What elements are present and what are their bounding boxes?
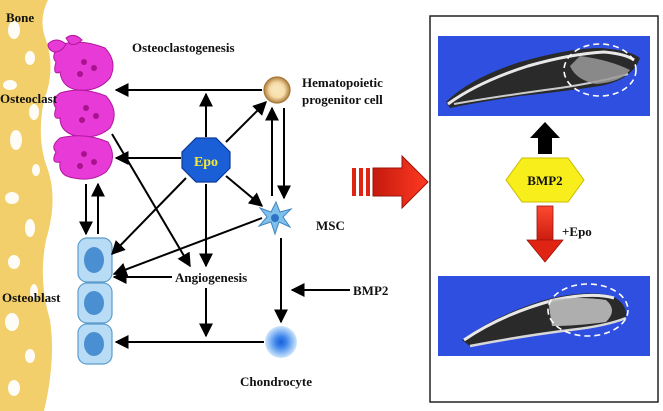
bone-xray-bottom: [438, 276, 650, 356]
hematopoietic-label-line1: Hematopoietic: [302, 75, 383, 90]
msc-cell: [257, 200, 293, 236]
hematopoietic-label-line2: progenitor cell: [302, 92, 383, 107]
osteoclast-label: Osteoclast: [0, 91, 58, 106]
down-arrow: [526, 205, 564, 263]
chondrocyte-cell: [265, 326, 297, 358]
angiogenesis-label: Angiogenesis: [175, 270, 247, 285]
bone-strip: [0, 0, 53, 411]
osteoclast-cells: [47, 34, 115, 180]
osteoclast-nuclei: [77, 59, 99, 169]
bone-xray-top: [438, 36, 650, 116]
plus-epo-label: +Epo: [562, 224, 592, 239]
osteoblast-label: Osteoblast: [2, 290, 61, 305]
osteoclastogenesis-label: Osteoclastogenesis: [132, 40, 235, 55]
osteoblast-cells: [77, 237, 113, 365]
bmp2-hexagon-label: BMP2: [527, 173, 562, 188]
pathway-arrows: [79, 83, 350, 349]
bmp2-input-label: BMP2: [353, 283, 388, 298]
hematopoietic-cell: [263, 76, 291, 104]
bmp2-hexagon: [505, 157, 585, 203]
epo-label: Epo: [194, 155, 218, 170]
up-arrow: [530, 122, 560, 154]
msc-label: MSC: [316, 218, 345, 233]
transition-arrow: [352, 154, 429, 210]
epo-node: [181, 137, 231, 183]
bone-label: Bone: [6, 10, 34, 25]
chondrocyte-label: Chondrocyte: [240, 374, 312, 389]
